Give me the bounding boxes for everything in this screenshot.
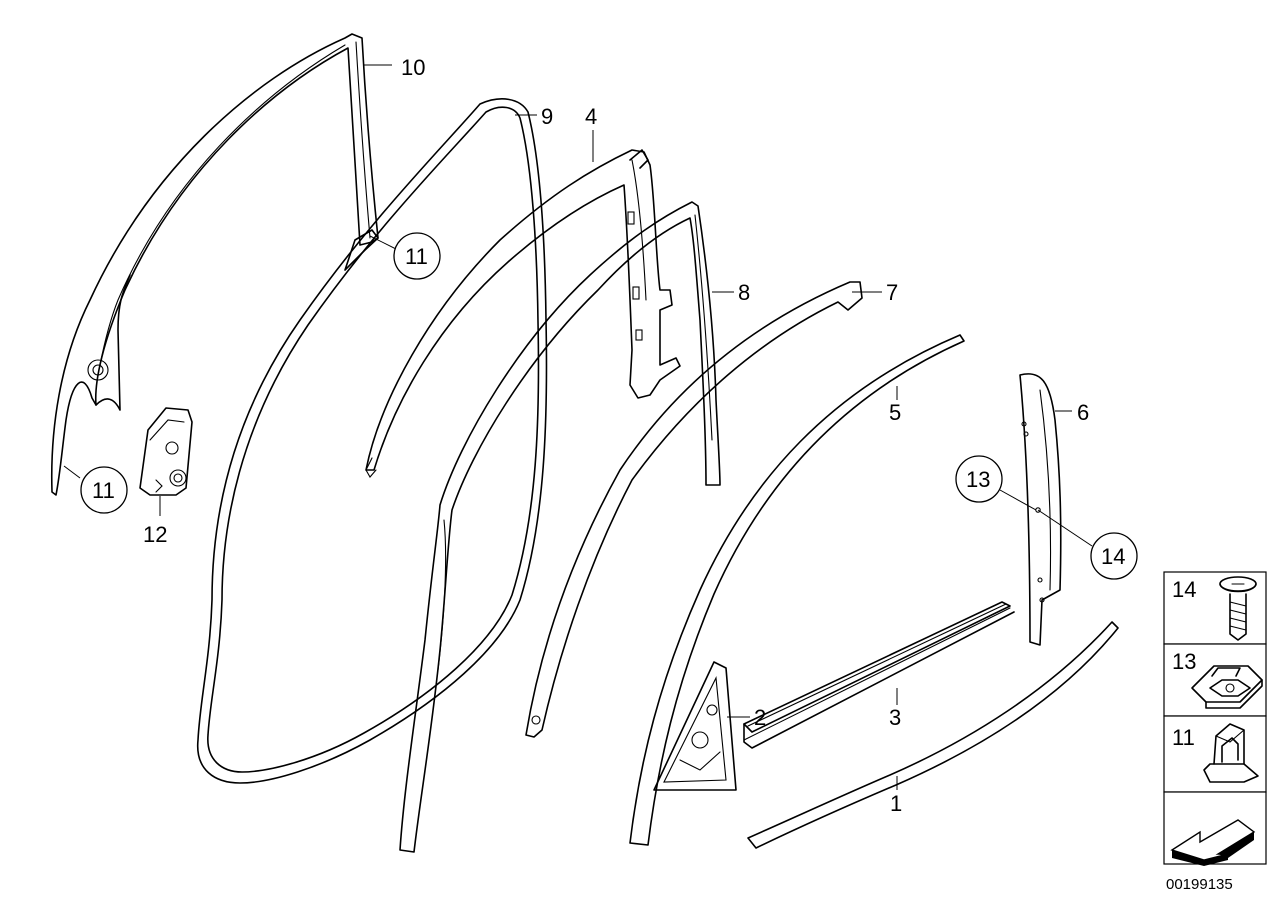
callout-5: 5 [889,400,901,425]
callout-2: 2 [754,705,766,730]
callout-10: 10 [401,55,425,80]
legend-cell-13 [1163,643,1267,717]
part-1-sill-strip [747,621,1119,849]
callout-11a: 11 [405,244,428,269]
callout-11-circle-a [393,232,441,280]
spring-clip-icon [1203,723,1259,783]
direction-arrow-icon [1170,819,1256,866]
callout-13: 13 [966,467,990,492]
leader-lines [63,64,1093,790]
callout-4: 4 [585,104,597,129]
callout-11b: 11 [92,478,115,503]
part-3-channel-strip [743,601,1015,749]
part-12-bracket [139,407,193,496]
callout-8: 8 [738,280,750,305]
legend-cell-14 [1163,571,1267,645]
callout-6: 6 [1077,400,1089,425]
part-2-triangle-trim [653,661,737,791]
part-7-trim-strip [525,281,863,738]
screw-icon [1219,576,1257,641]
callout-7: 7 [886,280,898,305]
part-5-trim-strip [629,334,965,846]
callout-9: 9 [541,104,553,129]
callout-14: 14 [1101,544,1125,569]
part-10-pillar-trim [50,33,379,496]
diagram-number: 00199135 [1166,876,1233,893]
legend-number-11: 11 [1172,725,1195,750]
part-4-frame-trim [365,149,681,478]
clip-nut-icon [1191,665,1263,709]
callout-3: 3 [889,705,901,730]
fastener-legend: 14 13 11 [1163,571,1267,866]
callouts: 10 9 4 8 7 5 6 2 3 1 12 11 11 13 14 [80,55,1138,816]
callout-11-circle-b [80,466,128,514]
part-9-door-seal [197,98,548,784]
part-8-inner-frame-trim [399,201,721,853]
legend-number-13: 13 [1172,649,1196,674]
callout-14-circle [1090,532,1138,580]
legend-number-14: 14 [1172,577,1196,602]
callout-12: 12 [143,522,167,547]
callout-13-circle [955,455,1003,503]
part-6-pillar-trim [1019,373,1062,646]
callout-1: 1 [890,791,902,816]
